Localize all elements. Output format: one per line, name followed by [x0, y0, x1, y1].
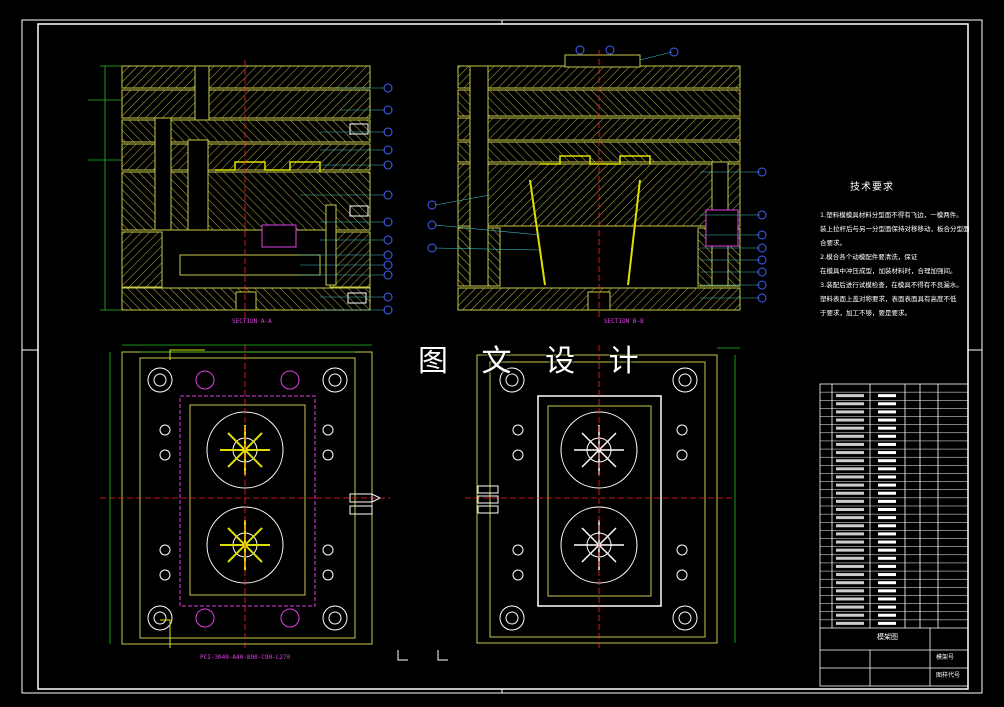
bom-row-material-mark — [878, 491, 896, 495]
bom-row-text-mark — [836, 605, 864, 609]
tech-requirements: 1.塑料模模具材料分型面不得有飞边，一模两件。 装上拉杆后与另一分型面保持对移移… — [820, 208, 970, 320]
bom-row-material-mark — [878, 540, 896, 544]
bom-row-material-mark — [878, 467, 896, 471]
bom-row-text-mark — [836, 451, 864, 455]
bom-row-material-mark — [878, 573, 896, 577]
bom-row-text-mark — [836, 410, 864, 414]
bom-row-material-mark — [878, 548, 896, 552]
section-bb-label: SECTION B-B — [604, 318, 644, 325]
title-block-scale: 图样代号 — [936, 672, 961, 679]
title-block-drawing-no: 模架号 — [936, 654, 955, 661]
bom-row-material-mark — [878, 524, 896, 528]
bom-row-text-mark — [836, 564, 864, 568]
bom-row-text-mark — [836, 532, 864, 536]
bom-row-text-mark — [836, 556, 864, 560]
bom-row-text-mark — [836, 491, 864, 495]
bom-row-text-mark — [836, 589, 864, 593]
bom-row-material-mark — [878, 394, 896, 398]
bom-row-material-mark — [878, 410, 896, 414]
bom-row-text-mark — [836, 581, 864, 585]
bom-row-text-mark — [836, 508, 864, 511]
bom-row-text-mark — [836, 442, 864, 446]
tech-line: 塑料表面上盖对称要求，表面表面具有高度不低 — [820, 295, 957, 303]
bom-row-material-mark — [878, 451, 896, 455]
bom-row-text-mark — [836, 516, 864, 520]
mold-base-label: PCI-3040-A40-B90-C90-L270 — [200, 654, 291, 661]
tech-line: 于要求，加工不够，要是要求。 — [820, 309, 911, 317]
bom-row-text-mark — [836, 548, 864, 552]
bom-row-text-mark — [836, 613, 864, 617]
bom-row-material-mark — [878, 434, 896, 438]
drawing-frame — [21, 19, 983, 694]
bom-row-text-mark — [836, 499, 864, 503]
bom-row-material-mark — [878, 442, 896, 446]
bom-row-text-mark — [836, 426, 864, 430]
bom-row-text-mark — [836, 418, 864, 422]
tech-line: 装上拉杆后与另一分型面保持对移移动，板合分型面合要求。 — [820, 225, 970, 247]
bom-row-text-mark — [836, 402, 864, 406]
bom-rows — [820, 391, 968, 625]
bom-row-material-mark — [878, 556, 896, 560]
bom-row-text-mark — [836, 573, 864, 577]
bom-row-material-mark — [878, 589, 896, 593]
plan-view-right — [465, 345, 740, 650]
bom-row-material-mark — [878, 564, 896, 568]
plan-view-left — [100, 344, 390, 650]
bom-row-text-mark — [836, 394, 864, 398]
bom-row-material-mark — [878, 605, 896, 609]
tech-line: 2.模合各个动模配件要清洗，保证 — [820, 253, 918, 261]
bom-row-text-mark — [836, 483, 864, 487]
bom-row-material-mark — [878, 426, 896, 430]
bom-row-text-mark — [836, 597, 864, 601]
bom-row-material-mark — [878, 516, 896, 520]
bom-row-material-mark — [878, 581, 896, 585]
bom-row-material-mark — [878, 597, 896, 601]
bom-row-text-mark — [836, 467, 864, 471]
bom-row-text-mark — [836, 434, 864, 438]
tech-requirements-title: 技术要求 — [850, 182, 894, 193]
bom-row-material-mark — [878, 508, 896, 511]
title-block-title: 模架图 — [877, 633, 898, 641]
bom-row-material-mark — [878, 483, 896, 487]
bom-row-material-mark — [878, 532, 896, 536]
watermark-text: 图 文 设 计 — [418, 344, 651, 379]
bom-row-material-mark — [878, 402, 896, 406]
section-aa-label: SECTION A-A — [232, 318, 272, 325]
section-bb-view — [427, 45, 767, 318]
bom-row-material-mark — [878, 459, 896, 463]
bom-row-text-mark — [836, 524, 864, 528]
bom-row-material-mark — [878, 418, 896, 422]
bom-row-text-mark — [836, 459, 864, 463]
section-aa-view — [88, 60, 393, 318]
bom-row-material-mark — [878, 621, 896, 625]
view-corner-marks — [397, 650, 448, 661]
bom-row-material-mark — [878, 475, 896, 479]
bom-row-material-mark — [878, 613, 896, 617]
tech-line: 在模具中冲压成型，加装材料时，合理加强间。 — [820, 267, 957, 275]
tech-line: 1.塑料模模具材料分型面不得有飞边，一模两件。 — [820, 211, 963, 219]
bom-row-material-mark — [878, 499, 896, 503]
tech-line: 3.装配后进行试模检查，在模具不得有不良漏水。 — [820, 281, 963, 289]
bom-row-text-mark — [836, 540, 864, 544]
bom-row-text-mark — [836, 475, 864, 479]
bom-row-text-mark — [836, 621, 864, 625]
